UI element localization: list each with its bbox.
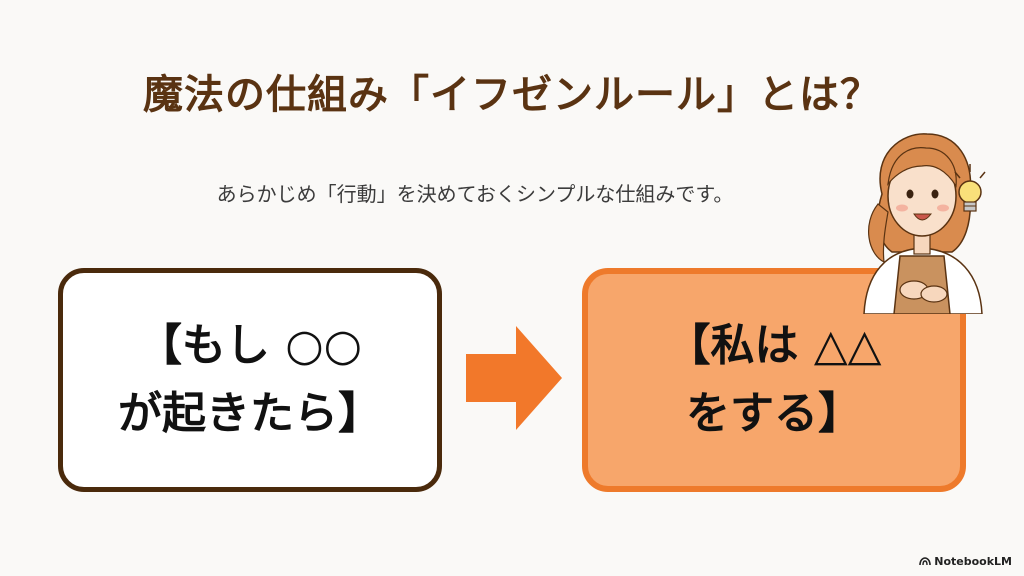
slide-subtitle: あらかじめ「行動」を決めておくシンプルな仕組みです。 — [216, 182, 734, 206]
if-condition-box: 【もし ○○ が起きたら】 — [58, 268, 442, 492]
slide-title: 魔法の仕組み「イフゼンルール」とは？ — [143, 72, 881, 118]
then-line-2: をする】 — [686, 388, 862, 439]
brand-label: NotebookLM — [934, 555, 1012, 568]
then-line-1: 【私は △△ — [666, 319, 882, 371]
arrow-right-icon — [466, 326, 562, 430]
notebooklm-logo-icon — [919, 557, 932, 566]
notebooklm-brand: NotebookLM — [919, 555, 1012, 568]
if-line-1: 【もし ○○ — [137, 319, 363, 371]
if-line-2: が起きたら】 — [118, 388, 382, 439]
lightbulb-icon — [954, 164, 986, 212]
